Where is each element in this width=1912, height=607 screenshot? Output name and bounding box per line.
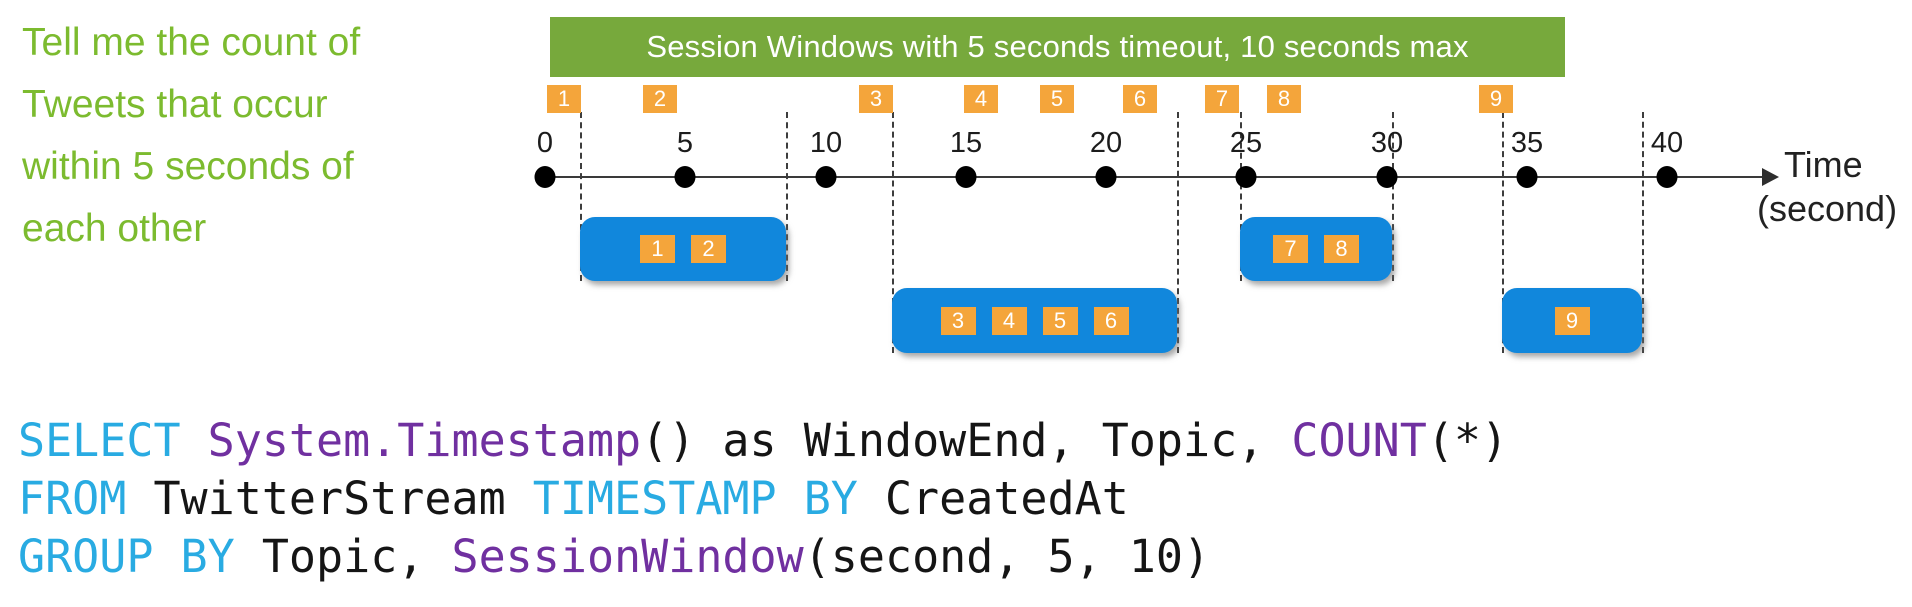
code-token: (*) (1426, 414, 1509, 467)
timeline-dot-10 (815, 166, 837, 188)
event-chip-7: 7 (1205, 85, 1239, 113)
prompt-line-3: within 5 seconds of (22, 145, 354, 188)
code-token: (second, 5, 10) (803, 530, 1211, 583)
timeline-dot-20 (1095, 166, 1117, 188)
code-token: () as WindowEnd, Topic, (641, 414, 1292, 467)
prompt-line-2: Tweets that occur (22, 83, 328, 126)
session-2-event-chip-5: 5 (1042, 306, 1078, 335)
session-window-banner: Session Windows with 5 seconds timeout, … (550, 17, 1565, 77)
session-3-end-boundary-line (1392, 112, 1394, 281)
session-2-event-chip-4: 4 (991, 306, 1027, 335)
session-1-event-chip-2: 2 (691, 235, 726, 263)
tick-label-30: 30 (1370, 127, 1404, 159)
session-2-event-chip-6: 6 (1093, 306, 1129, 335)
time-axis-arrowhead-icon (1762, 168, 1779, 186)
code-token: SessionWindow (451, 530, 804, 583)
timeline-dot-15 (955, 166, 977, 188)
session-2-event-chip-3: 3 (940, 306, 976, 335)
session-4-window-box: 9 (1502, 288, 1642, 353)
timeline-dot-5 (674, 166, 696, 188)
sql-code-block: SELECT System.Timestamp() as WindowEnd, … (18, 412, 1508, 586)
time-axis-label: Time (1784, 144, 1863, 185)
prompt-line-4: each other (22, 207, 207, 250)
tick-label-25: 25 (1229, 127, 1263, 159)
session-1-event-chip-1: 1 (640, 235, 675, 263)
event-chip-6: 6 (1123, 85, 1157, 113)
session-4-event-chip-9: 9 (1554, 306, 1590, 335)
code-token: Topic, (261, 530, 452, 583)
sql-code-line-3: GROUP BY Topic, SessionWindow(second, 5,… (18, 528, 1508, 586)
event-chip-1: 1 (547, 85, 581, 113)
timeline-dot-40 (1656, 166, 1678, 188)
banner-label: Session Windows with 5 seconds timeout, … (646, 29, 1469, 64)
sql-code-line-2: FROM TwitterStream TIMESTAMP BY CreatedA… (18, 470, 1508, 528)
tick-label-20: 20 (1089, 127, 1123, 159)
sql-code-line-1: SELECT System.Timestamp() as WindowEnd, … (18, 412, 1508, 470)
prompt-line-1: Tell me the count of (22, 21, 361, 64)
code-token: SELECT (18, 414, 208, 467)
timeline-dot-25 (1235, 166, 1257, 188)
code-token: TwitterStream (153, 472, 533, 525)
timeline-dot-0 (534, 166, 556, 188)
session-4-start-boundary-line (1502, 112, 1504, 353)
session-3-start-boundary-line (1240, 112, 1242, 281)
event-chip-3: 3 (859, 85, 893, 113)
event-chip-9: 9 (1479, 85, 1513, 113)
tick-label-10: 10 (809, 127, 843, 159)
event-chip-5: 5 (1040, 85, 1074, 113)
session-4-end-boundary-line (1642, 112, 1644, 353)
tick-label-0: 0 (536, 127, 554, 159)
event-chip-4: 4 (964, 85, 998, 113)
code-token: GROUP BY (18, 530, 262, 583)
timeline-dot-35 (1516, 166, 1538, 188)
tick-label-15: 15 (949, 127, 983, 159)
session-2-end-boundary-line (1177, 112, 1179, 353)
session-1-end-boundary-line (786, 112, 788, 281)
event-chip-8: 8 (1267, 85, 1301, 113)
session-1-start-boundary-line (580, 112, 582, 281)
prompt-text: Tell me the count of Tweets that occur wit… (22, 12, 360, 260)
timeline-dot-30 (1376, 166, 1398, 188)
time-axis-line (535, 176, 1765, 178)
event-chip-2: 2 (643, 85, 677, 113)
code-token: TIMESTAMP BY (532, 472, 885, 525)
code-token: FROM (18, 472, 154, 525)
code-token: System.Timestamp (207, 414, 642, 467)
session-3-event-chip-8: 8 (1324, 235, 1359, 263)
code-token: CreatedAt (884, 472, 1129, 525)
tick-label-40: 40 (1650, 127, 1684, 159)
time-axis-unit-label: (second) (1757, 188, 1898, 229)
session-2-start-boundary-line (892, 112, 894, 353)
code-token: COUNT (1291, 414, 1427, 467)
session-3-event-chip-7: 7 (1273, 235, 1308, 263)
tick-label-35: 35 (1510, 127, 1544, 159)
tick-label-5: 5 (676, 127, 694, 159)
